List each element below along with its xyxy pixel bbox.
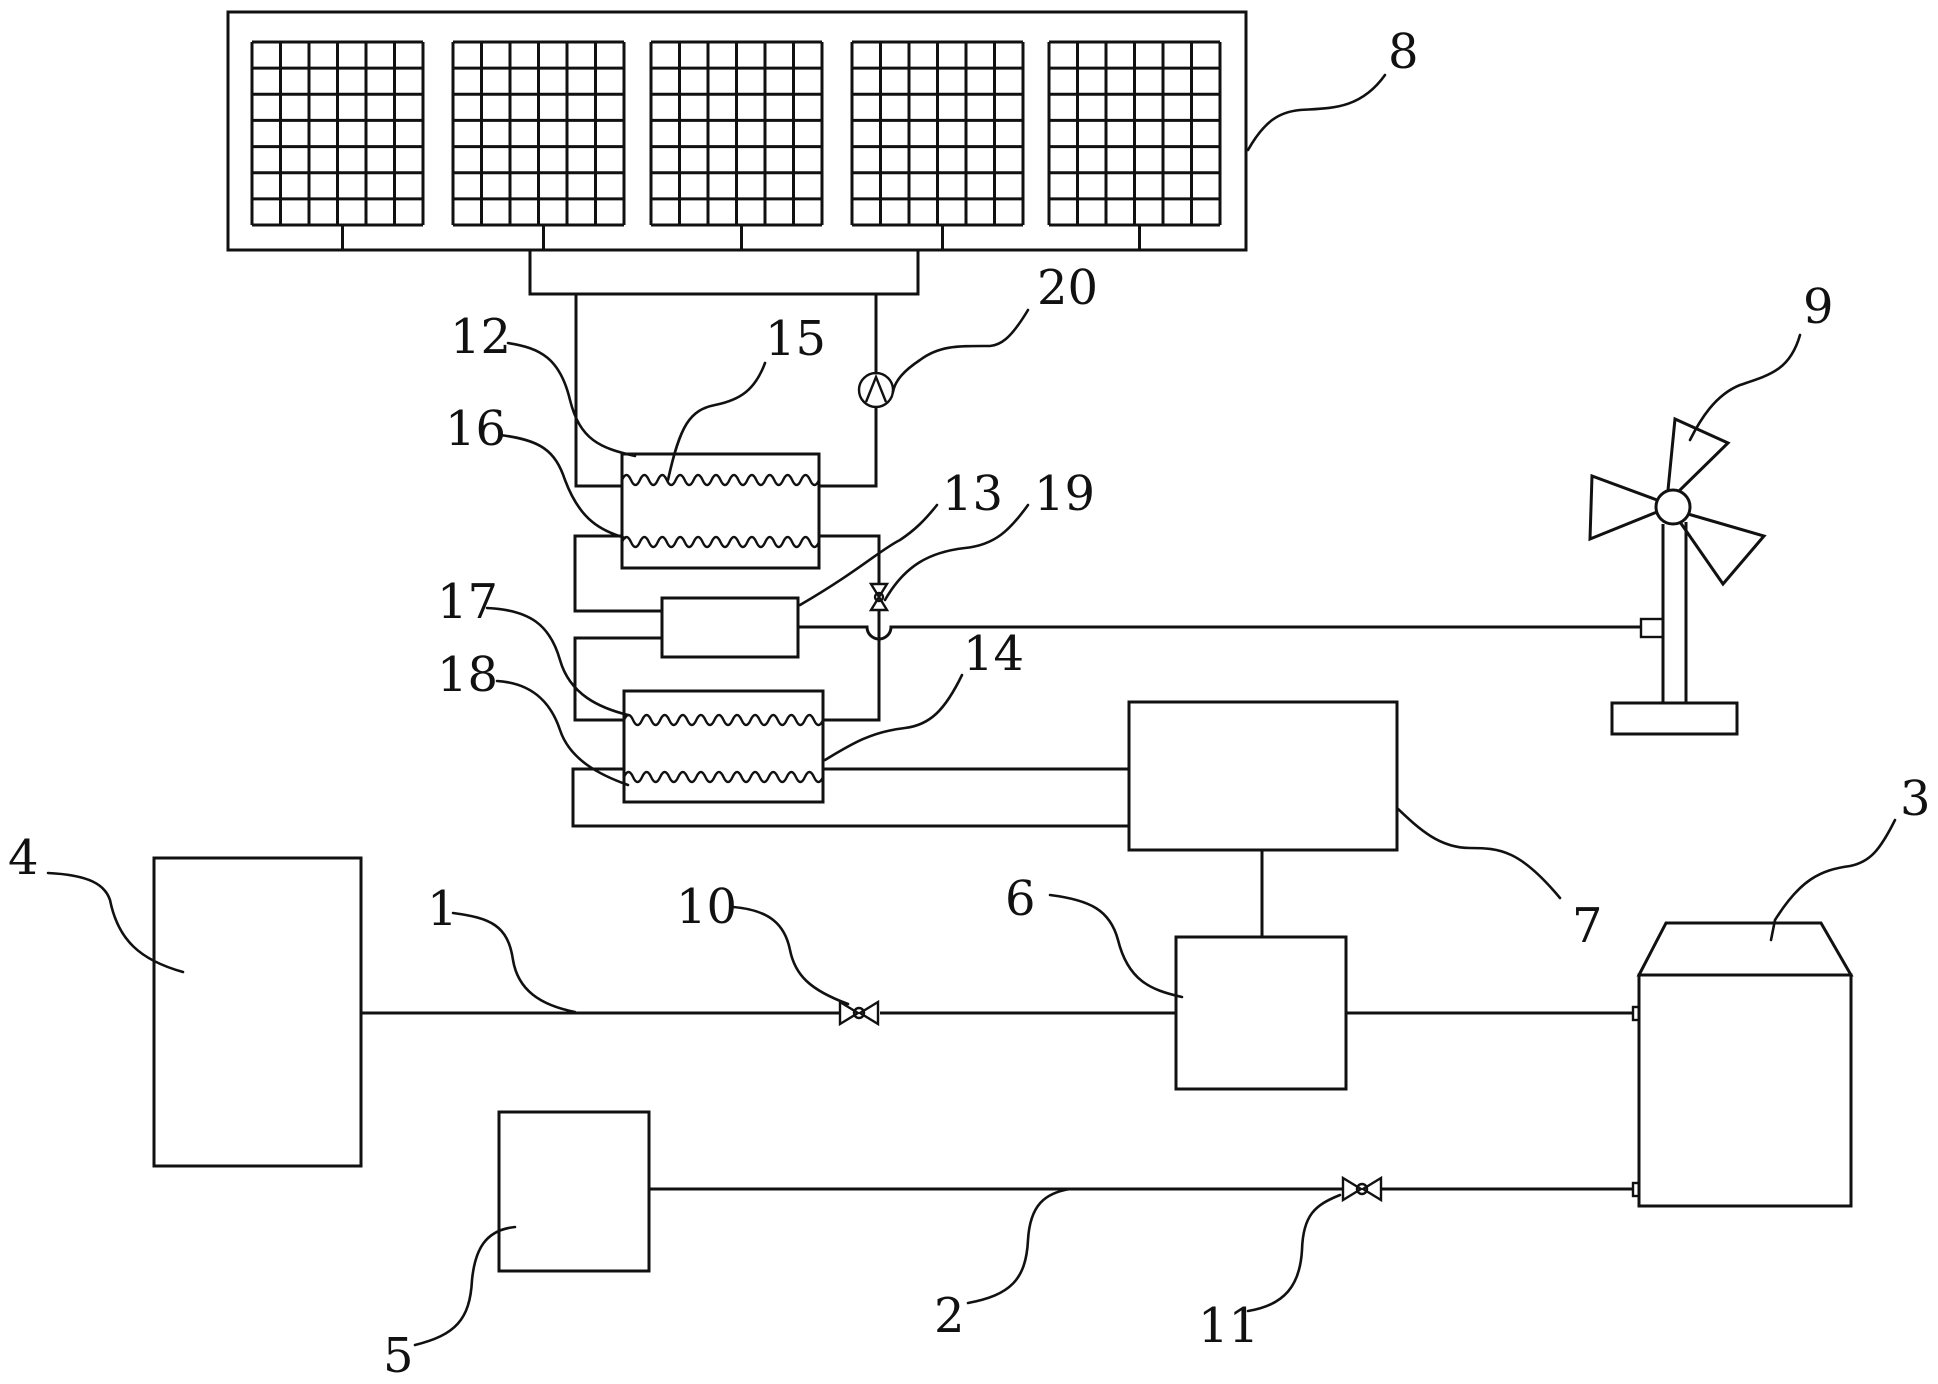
tank-top [1636,921,1854,977]
solar-panel-array [226,10,1248,296]
leader-15 [666,361,767,482]
coil-16 [620,535,821,549]
turbine-blade-top [1666,416,1731,494]
solar-module [850,40,1025,250]
pump-icon [857,371,895,409]
wind-turbine [1588,416,1767,736]
label-17: 17 [437,574,498,630]
leader-7 [1395,806,1562,900]
label-14: 14 [963,626,1024,682]
leader-3 [1769,818,1897,942]
label-1: 1 [427,881,458,937]
turbine-junction-box [1639,617,1665,639]
label-6: 6 [1005,871,1036,927]
controller-box [1127,700,1399,852]
leader-8 [1246,73,1387,152]
leader-14 [823,673,964,762]
turbine-blade-right [1678,512,1767,587]
pipe-valve19-to-hx14 [823,610,881,722]
leader-18 [495,679,630,787]
pipe-hx12-to-unit13 [573,534,662,613]
solar-loop-pipes [574,294,878,488]
valve-19-icon [868,582,890,612]
coil-15 [620,473,821,487]
pipe-pump-to-hx12 [819,408,878,488]
leader-4 [46,871,185,974]
solar-cell-grids [250,40,1222,250]
leader-12 [506,341,637,458]
source-box [152,856,363,1168]
second-heat-exchanger [622,689,825,804]
leader-1 [451,911,577,1014]
leader-5 [413,1225,517,1347]
turbine-hub [1654,488,1692,526]
valve-10-icon [838,999,880,1027]
label-8: 8 [1388,24,1419,80]
leader-16 [498,433,627,540]
solar-module [250,40,425,250]
label-13: 13 [942,466,1003,522]
label-12: 12 [450,309,511,365]
cable-unit13-to-turbine [798,625,1641,641]
reference-labels: 8 9 20 12 15 16 13 19 17 18 14 7 3 6 10 … [8,24,1931,1384]
tank-port-upper [1631,1005,1641,1022]
label-19: 19 [1034,466,1095,522]
label-18: 18 [437,647,498,703]
leader-6 [1048,893,1184,999]
coil-18 [622,770,825,784]
coil-17 [622,713,825,727]
leader-17 [485,606,630,717]
solar-module [451,40,626,250]
valve-11-icon [1341,1175,1383,1203]
tank-unit [1631,921,1854,1208]
leader-2 [966,1187,1072,1305]
leader-10 [731,905,850,1006]
label-11: 11 [1198,1298,1259,1354]
solar-module [649,40,824,250]
pipe-solar-to-hx12 [574,294,622,488]
turbine-base [1610,701,1739,736]
leader-9 [1688,333,1802,442]
label-10: 10 [676,879,737,935]
label-2: 2 [934,1288,965,1344]
label-3: 3 [1900,771,1931,827]
pipe-hx12-to-valve19 [819,534,881,584]
middle-unit-box [660,596,800,659]
heater-box [1174,935,1348,1091]
leader-13 [798,503,939,607]
label-16: 16 [445,401,506,457]
label-20: 20 [1037,260,1098,316]
leader-20 [891,308,1030,394]
leader-lines [46,73,1897,1347]
solar-combiner-box [528,248,920,296]
leader-11 [1246,1193,1342,1313]
tank-port-lower [1631,1181,1641,1198]
middle-loop-pipes [573,534,1641,722]
tank-body [1637,973,1853,1208]
leader-19 [883,503,1030,602]
label-9: 9 [1803,279,1834,335]
label-7: 7 [1572,898,1603,954]
pipe-controller-return [571,767,1129,828]
solar-module [1047,40,1222,250]
first-heat-exchanger [620,452,821,570]
label-15: 15 [765,311,826,367]
return-box [497,1110,651,1273]
label-5: 5 [383,1328,414,1384]
turbine-blade-left [1588,473,1659,542]
hx14-to-controller-pipes [571,767,1129,828]
pipe-unit13-to-hx14 [573,636,662,722]
label-4: 4 [8,830,39,886]
